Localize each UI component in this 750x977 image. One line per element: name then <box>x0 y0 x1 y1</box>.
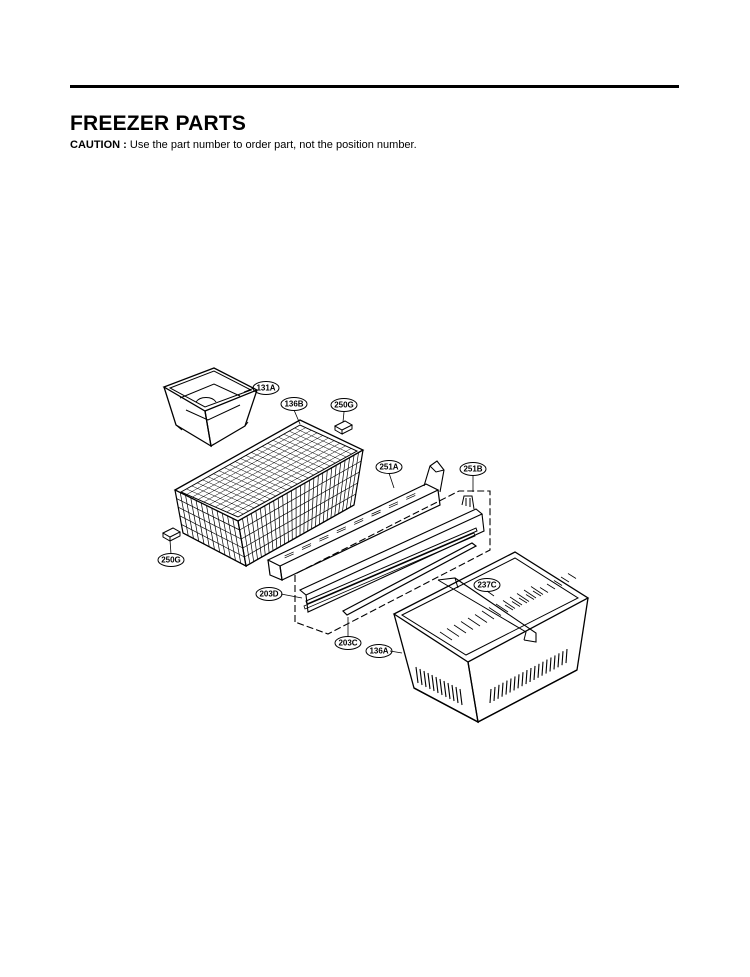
callout-136a: 136A <box>365 644 393 658</box>
callout-136b-label: 136B <box>284 400 303 409</box>
callout-237c: 237C <box>473 578 501 592</box>
part-slide-203d <box>303 527 478 610</box>
callout-131a-label: 131A <box>256 384 275 393</box>
callout-203c: 203C <box>334 636 362 650</box>
page-title: FREEZER PARTS <box>70 112 247 135</box>
part-rail-left <box>266 460 445 581</box>
part-clip-top <box>333 420 354 435</box>
callout-203d: 203D <box>255 587 283 601</box>
callout-250g-left: 250G <box>157 553 185 567</box>
caution-text: Use the part number to order part, not t… <box>129 139 417 151</box>
callout-237c-label: 237C <box>477 581 496 590</box>
part-clip-left <box>161 527 182 542</box>
callout-250g-top-label: 250G <box>334 401 354 410</box>
callout-251a-label: 251A <box>379 463 398 472</box>
callout-251b-label: 251B <box>463 465 482 474</box>
callout-250g-top: 250G <box>330 398 358 412</box>
callout-251b: 251B <box>459 462 487 476</box>
callout-131a: 131A <box>252 381 280 395</box>
callout-203d-label: 203D <box>259 590 278 599</box>
callout-136a-label: 136A <box>369 647 388 656</box>
callout-203c-label: 203C <box>338 639 357 648</box>
callout-250g-left-label: 250G <box>161 556 181 565</box>
caution-note: CAUTION : Use the part number to order p… <box>70 139 417 151</box>
part-small-bin <box>162 367 259 448</box>
part-wire-basket <box>173 419 365 568</box>
part-slide-203c <box>342 542 478 616</box>
caution-label: CAUTION : <box>70 139 127 151</box>
callout-136b: 136B <box>280 397 308 411</box>
callout-251a: 251A <box>375 460 403 474</box>
part-large-basket <box>392 551 590 724</box>
header-rule <box>70 85 679 88</box>
